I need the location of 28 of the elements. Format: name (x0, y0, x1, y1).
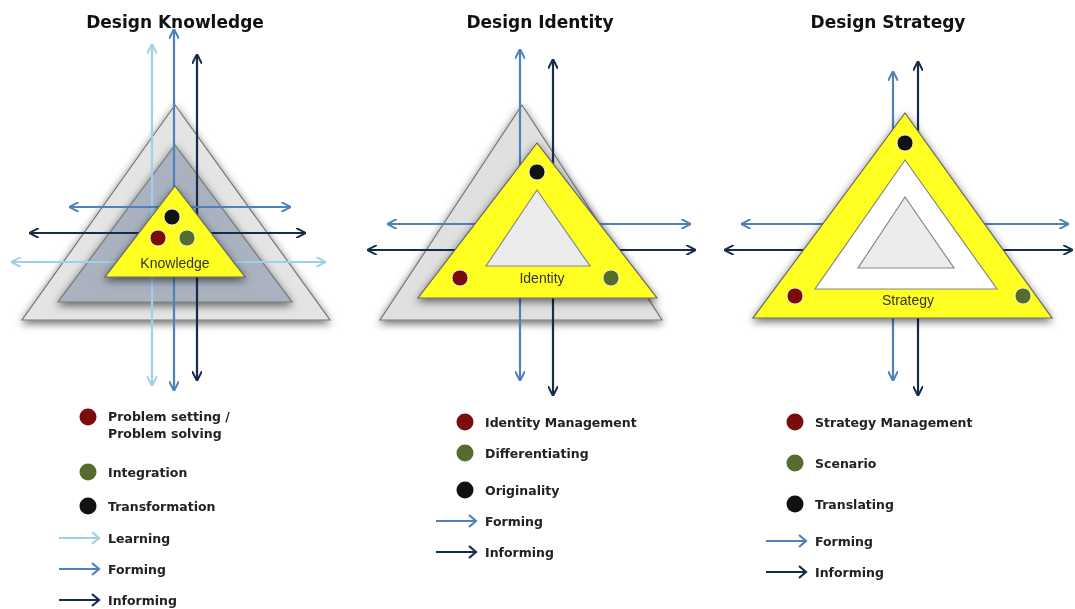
node-label: Strategy (881, 292, 935, 308)
panel-title: Design Strategy (810, 12, 966, 32)
triangle-node (105, 186, 245, 277)
legend-text: Transformation (108, 498, 216, 515)
legend-text: Identity Management (485, 414, 637, 431)
panel-title: Design Knowledge (86, 12, 264, 32)
legend-text: Differentiating (485, 445, 589, 462)
legend-text: Forming (815, 533, 873, 550)
legend-text: Originality (485, 482, 560, 499)
legend-text: Scenario (815, 455, 877, 472)
triangle-node (753, 113, 1052, 318)
legend-text: Informing (485, 544, 554, 561)
triangle-node (815, 160, 997, 289)
triangle-node (858, 197, 954, 268)
legend-text: Strategy Management (815, 414, 973, 431)
legend-text: Informing (108, 592, 177, 609)
legend-text: Informing (815, 564, 884, 581)
legend-text: Integration (108, 464, 188, 481)
legend-text: Forming (485, 513, 543, 530)
node-label: Identity (519, 270, 565, 286)
legend-text: Forming (108, 561, 166, 578)
node-label: Knowledge (140, 255, 210, 271)
triangle-node (486, 190, 590, 266)
legend-text: Learning (108, 530, 171, 547)
legend-text: Translating (815, 496, 894, 513)
legend-text: Problem setting / Problem solving (108, 408, 231, 442)
panel-title: Design Identity (466, 12, 614, 32)
triangle-node (418, 143, 657, 298)
